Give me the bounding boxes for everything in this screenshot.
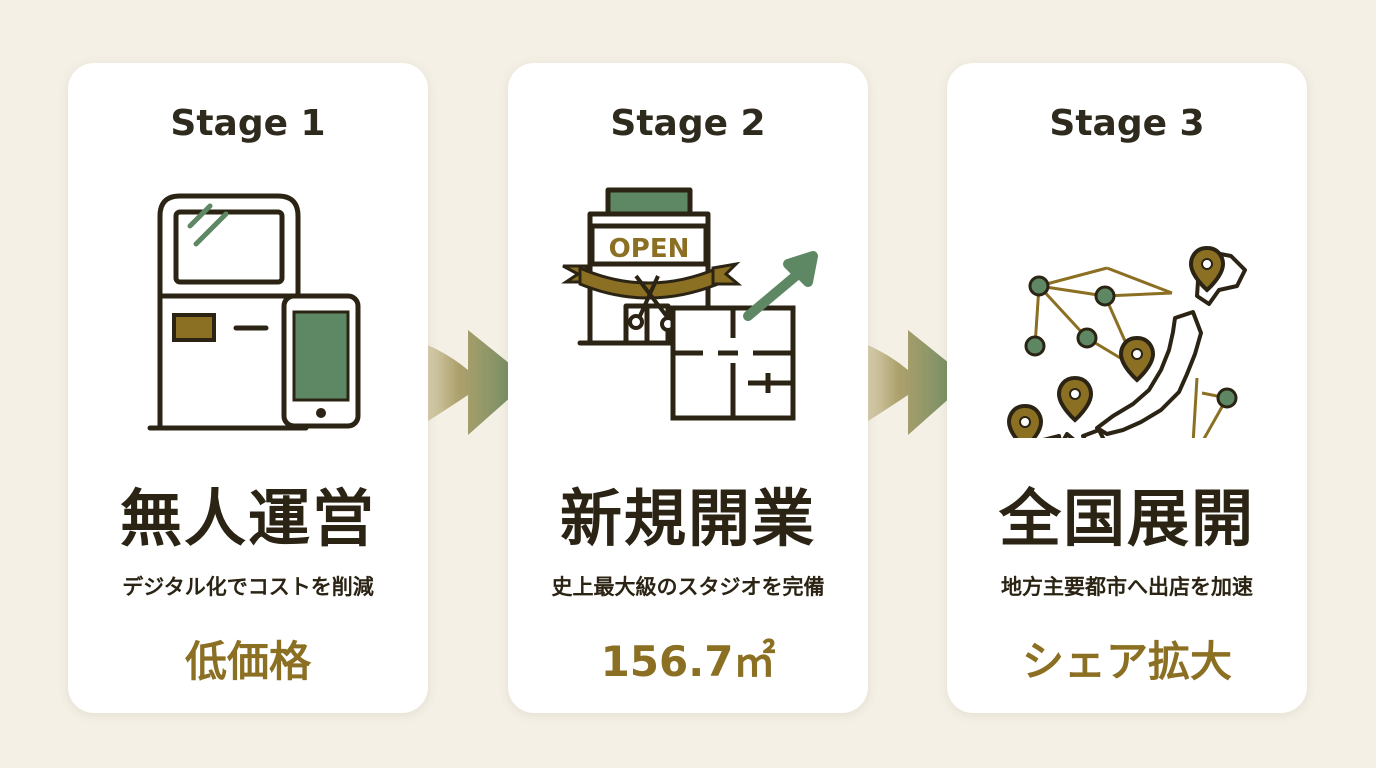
- stage-title: 新規開業: [559, 482, 816, 555]
- stage-description: 史上最大級のスタジオを完備: [551, 575, 825, 599]
- flow-arrow-2: [838, 330, 970, 440]
- flow-arrow-1: [398, 330, 530, 440]
- stage-value: シェア拡大: [1021, 637, 1232, 686]
- stage-card-3: Stage 3: [947, 63, 1307, 713]
- kiosk-smartphone-icon: [147, 193, 361, 431]
- stage-description: 地方主要都市へ出店を加速: [1001, 575, 1253, 599]
- stage-title: 全国展開: [998, 482, 1255, 555]
- stage-value: 156.7㎡: [600, 637, 776, 686]
- stage-label: Stage 2: [610, 103, 766, 144]
- stage-label: Stage 1: [170, 103, 326, 144]
- stage-card-2: Stage 2 OPEN: [508, 63, 868, 713]
- japan-map-network-icon: [1006, 245, 1247, 438]
- stage-value: 低価格: [184, 637, 311, 686]
- store-open-floorplan-icon: OPEN: [561, 187, 818, 421]
- stage-label: Stage 3: [1049, 103, 1205, 144]
- stage-title: 無人運営: [119, 482, 376, 555]
- stage-description: デジタル化でコストを削減: [122, 575, 374, 599]
- stage-card-1: Stage 1 無人運営 デジタル化でコストを削減 低価格: [68, 63, 428, 713]
- open-sign-text: OPEN: [609, 234, 690, 264]
